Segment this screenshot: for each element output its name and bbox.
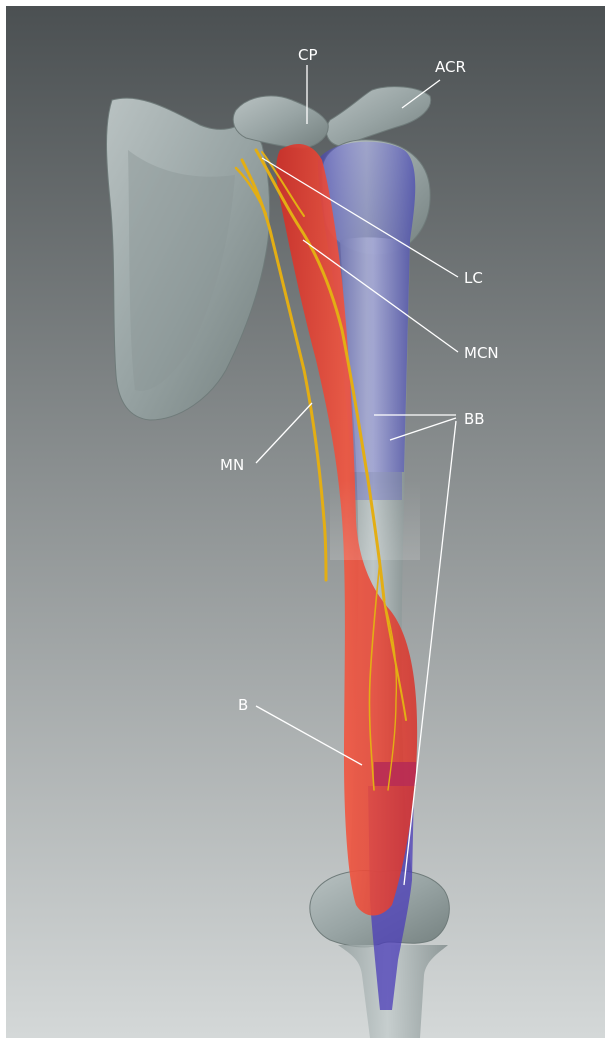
label-cp: CP: [298, 46, 318, 64]
biceps-tendon: [374, 762, 416, 786]
label-acr: ACR: [435, 58, 466, 76]
label-mn: MN: [220, 456, 244, 474]
label-mcn: MCN: [464, 344, 499, 362]
label-b: B: [238, 696, 248, 714]
label-lc: LC: [464, 269, 483, 287]
label-bb: BB: [464, 410, 485, 428]
